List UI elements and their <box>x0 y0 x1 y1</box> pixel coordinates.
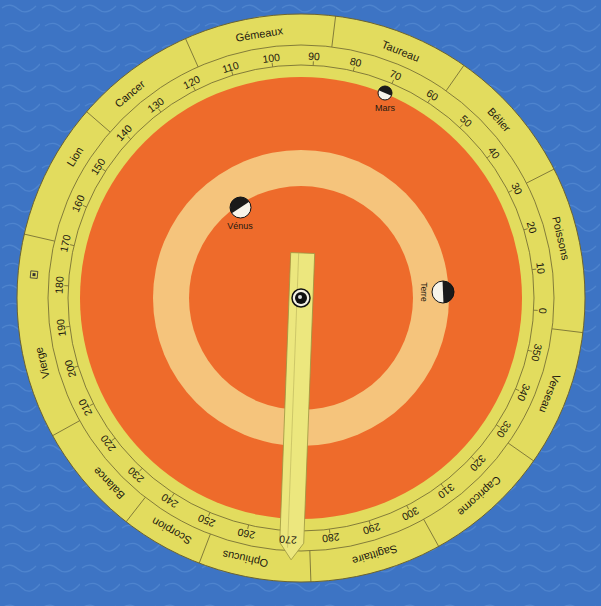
degree-number: 270 <box>279 534 297 545</box>
label-holder: Terre <box>417 282 435 301</box>
small-symbol <box>30 271 38 279</box>
label-holder: 90 <box>307 46 320 65</box>
label-holder: Vénus <box>227 215 253 233</box>
degree-number: 80 <box>349 56 363 69</box>
ring-ticks <box>24 16 583 582</box>
label-holder: 0 <box>535 307 553 314</box>
label-holder: 350 <box>527 342 548 363</box>
degree-number: 290 <box>362 522 382 537</box>
label-holder: 190 <box>50 318 70 338</box>
planet-name: Mars <box>375 104 395 113</box>
earth-planet: Terre <box>432 281 454 303</box>
degree-number: 280 <box>321 532 340 545</box>
degree-number: 90 <box>308 51 320 62</box>
constellation-divider <box>332 16 336 47</box>
degree-number: 170 <box>58 234 72 253</box>
planet-disc <box>378 86 392 100</box>
planet-disc <box>230 197 251 218</box>
venus-planet: Vénus <box>230 197 251 218</box>
degree-tick <box>70 244 74 246</box>
sun-highlight <box>298 295 302 299</box>
sun-ring <box>292 289 310 307</box>
constellation-divider <box>310 551 311 582</box>
pointer-strip <box>280 253 315 560</box>
label-holder: 280 <box>321 529 341 549</box>
planet-name: Vénus <box>227 222 253 231</box>
degree-number: 0 <box>537 307 548 313</box>
zodiac-ring <box>17 14 585 582</box>
degree-number: 260 <box>237 526 256 540</box>
degree-number: 340 <box>515 382 532 402</box>
degree-number: 110 <box>221 59 240 74</box>
constellation-divider <box>199 534 210 563</box>
constellation-divider <box>446 65 464 90</box>
degree-number: 190 <box>55 318 68 337</box>
constellation-divider <box>24 234 54 241</box>
label-holder: Mars <box>375 97 395 115</box>
degree-tick <box>64 285 68 286</box>
degree-tick <box>83 205 87 207</box>
label-holder: 180 <box>49 276 68 294</box>
degree-number: 200 <box>62 359 77 379</box>
label-holder: 100 <box>262 47 282 67</box>
constellation-divider <box>526 169 554 183</box>
degree-number: 100 <box>262 52 281 65</box>
mars-planet: Mars <box>378 86 392 100</box>
degree-number: 180 <box>54 276 65 294</box>
degree-number: 10 <box>535 262 547 275</box>
constellation-divider <box>508 443 533 461</box>
degree-tick <box>102 169 105 171</box>
constellation-divider <box>185 39 198 67</box>
constellation-divider <box>126 497 145 521</box>
label-holder: 270 <box>279 531 297 550</box>
degree-tick <box>128 136 131 139</box>
constellation-divider <box>53 421 80 436</box>
constellation-divider <box>87 112 110 132</box>
degree-number: 350 <box>529 343 543 362</box>
constellation-divider <box>424 519 439 546</box>
degree-tick <box>392 80 394 84</box>
degree-tick <box>353 67 355 71</box>
sun-pivot <box>295 292 307 304</box>
constellation-divider <box>552 329 583 333</box>
planet-name: Terre <box>420 282 429 301</box>
degree-tick <box>313 61 314 65</box>
degree-number: 250 <box>196 512 216 529</box>
planet-disc <box>432 281 454 303</box>
degree-tick <box>193 87 195 91</box>
